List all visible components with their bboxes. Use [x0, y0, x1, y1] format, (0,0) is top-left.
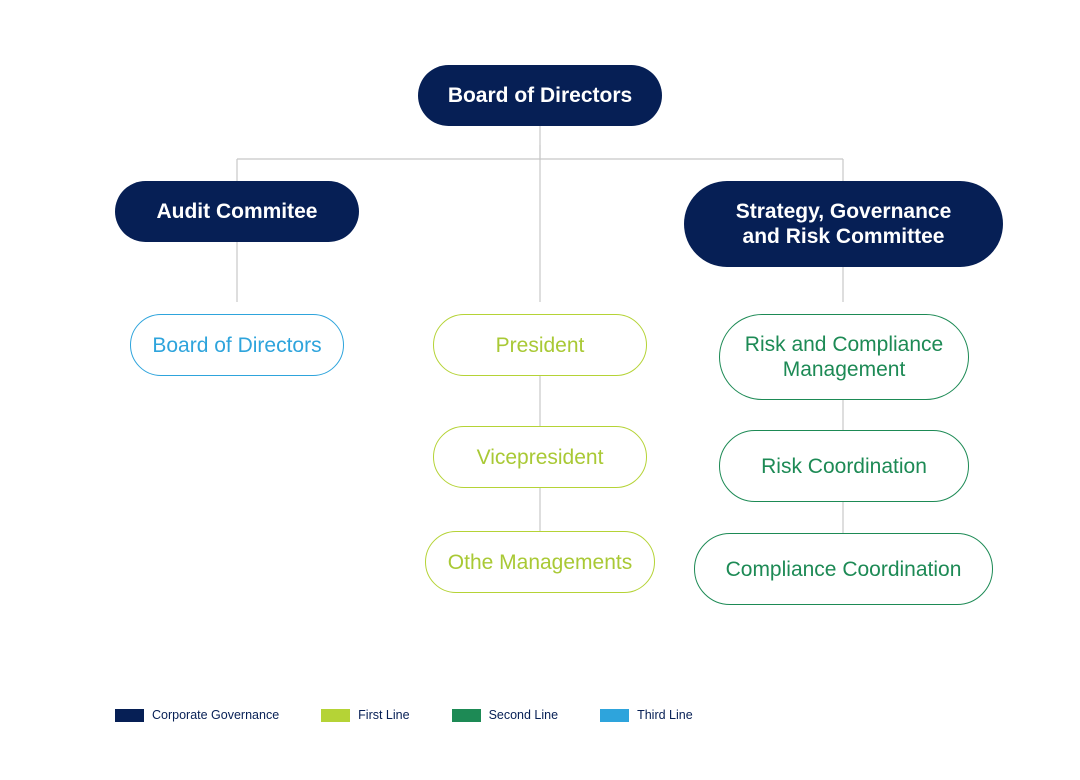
- legend-swatch-first-line: [321, 708, 351, 722]
- node-president: President: [433, 314, 647, 376]
- legend-item-first-line: First Line: [321, 708, 410, 722]
- node-compliance-coordination: Compliance Coordination: [694, 533, 993, 605]
- node-board-of-directors: Board of Directors: [418, 65, 662, 126]
- node-risk-coordination: Risk Coordination: [719, 430, 969, 502]
- legend-label-corporate-governance: Corporate Governance: [152, 708, 280, 722]
- node-other-managements: Othe Managements: [425, 531, 655, 593]
- legend-item-corporate-governance: Corporate Governance: [115, 708, 279, 722]
- legend-swatch-third-line: [600, 708, 630, 722]
- node-risk-compliance-management: Risk and Compliance Management: [719, 314, 969, 400]
- legend-item-second-line: Second Line: [451, 708, 559, 722]
- legend-swatch-corporate-governance: [115, 708, 144, 722]
- legend-label-second-line: Second Line: [488, 708, 559, 722]
- node-strategy-governance-risk-committee: Strategy, Governance and Risk Committee: [684, 181, 1003, 267]
- legend-label-third-line: Third Line: [637, 708, 693, 722]
- legend-swatch-second-line: [451, 708, 481, 722]
- legend: Corporate Governance First Line Second L…: [115, 708, 735, 722]
- legend-label-first-line: First Line: [358, 708, 410, 722]
- node-audit-committee: Audit Commitee: [115, 181, 359, 242]
- legend-item-third-line: Third Line: [600, 708, 693, 722]
- node-third-line-board-of-directors: Board of Directors: [130, 314, 344, 376]
- node-vicepresident: Vicepresident: [433, 426, 647, 488]
